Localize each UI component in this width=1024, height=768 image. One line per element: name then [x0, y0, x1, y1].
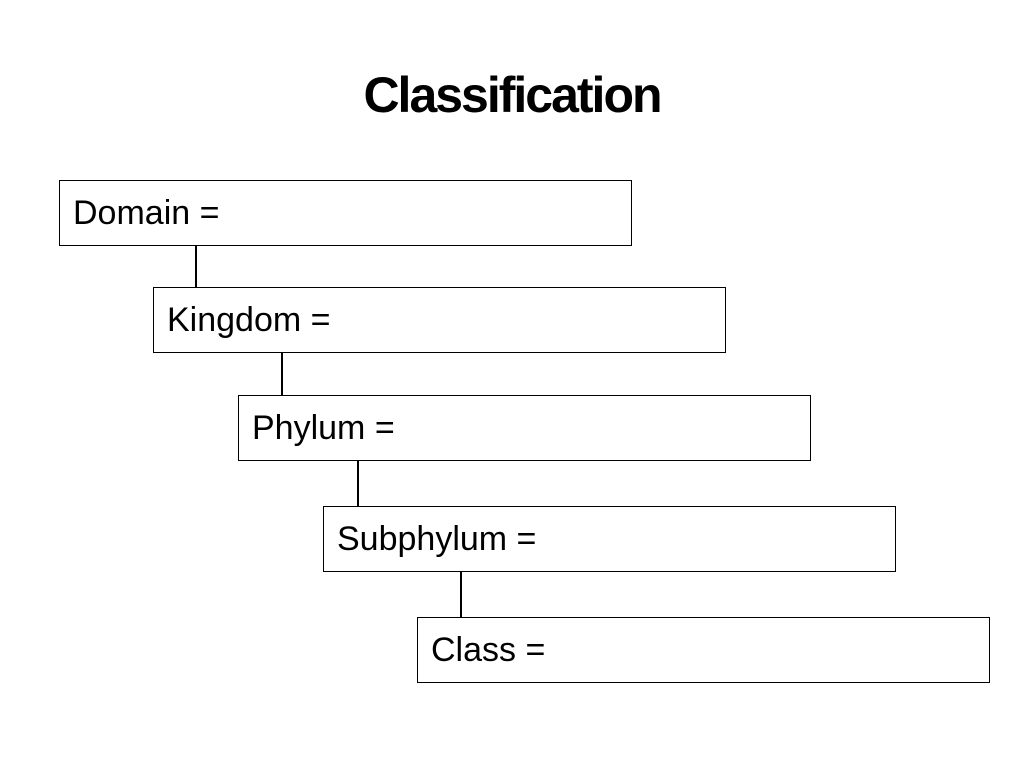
rank-box-domain: Domain = — [59, 180, 632, 246]
connector-phylum-subphylum — [357, 461, 359, 506]
rank-box-phylum: Phylum = — [238, 395, 811, 461]
rank-box-class: Class = — [417, 617, 990, 683]
rank-label-kingdom: Kingdom = — [167, 300, 331, 339]
rank-label-domain: Domain = — [73, 193, 220, 232]
slide-title: Classification — [363, 67, 662, 123]
connector-kingdom-phylum — [281, 353, 283, 395]
rank-box-kingdom: Kingdom = — [153, 287, 726, 353]
rank-label-phylum: Phylum = — [252, 408, 395, 447]
connector-domain-kingdom — [195, 246, 197, 287]
rank-box-subphylum: Subphylum = — [323, 506, 896, 572]
rank-label-subphylum: Subphylum = — [337, 519, 537, 558]
connector-subphylum-class — [460, 572, 462, 617]
rank-label-class: Class = — [431, 630, 546, 669]
